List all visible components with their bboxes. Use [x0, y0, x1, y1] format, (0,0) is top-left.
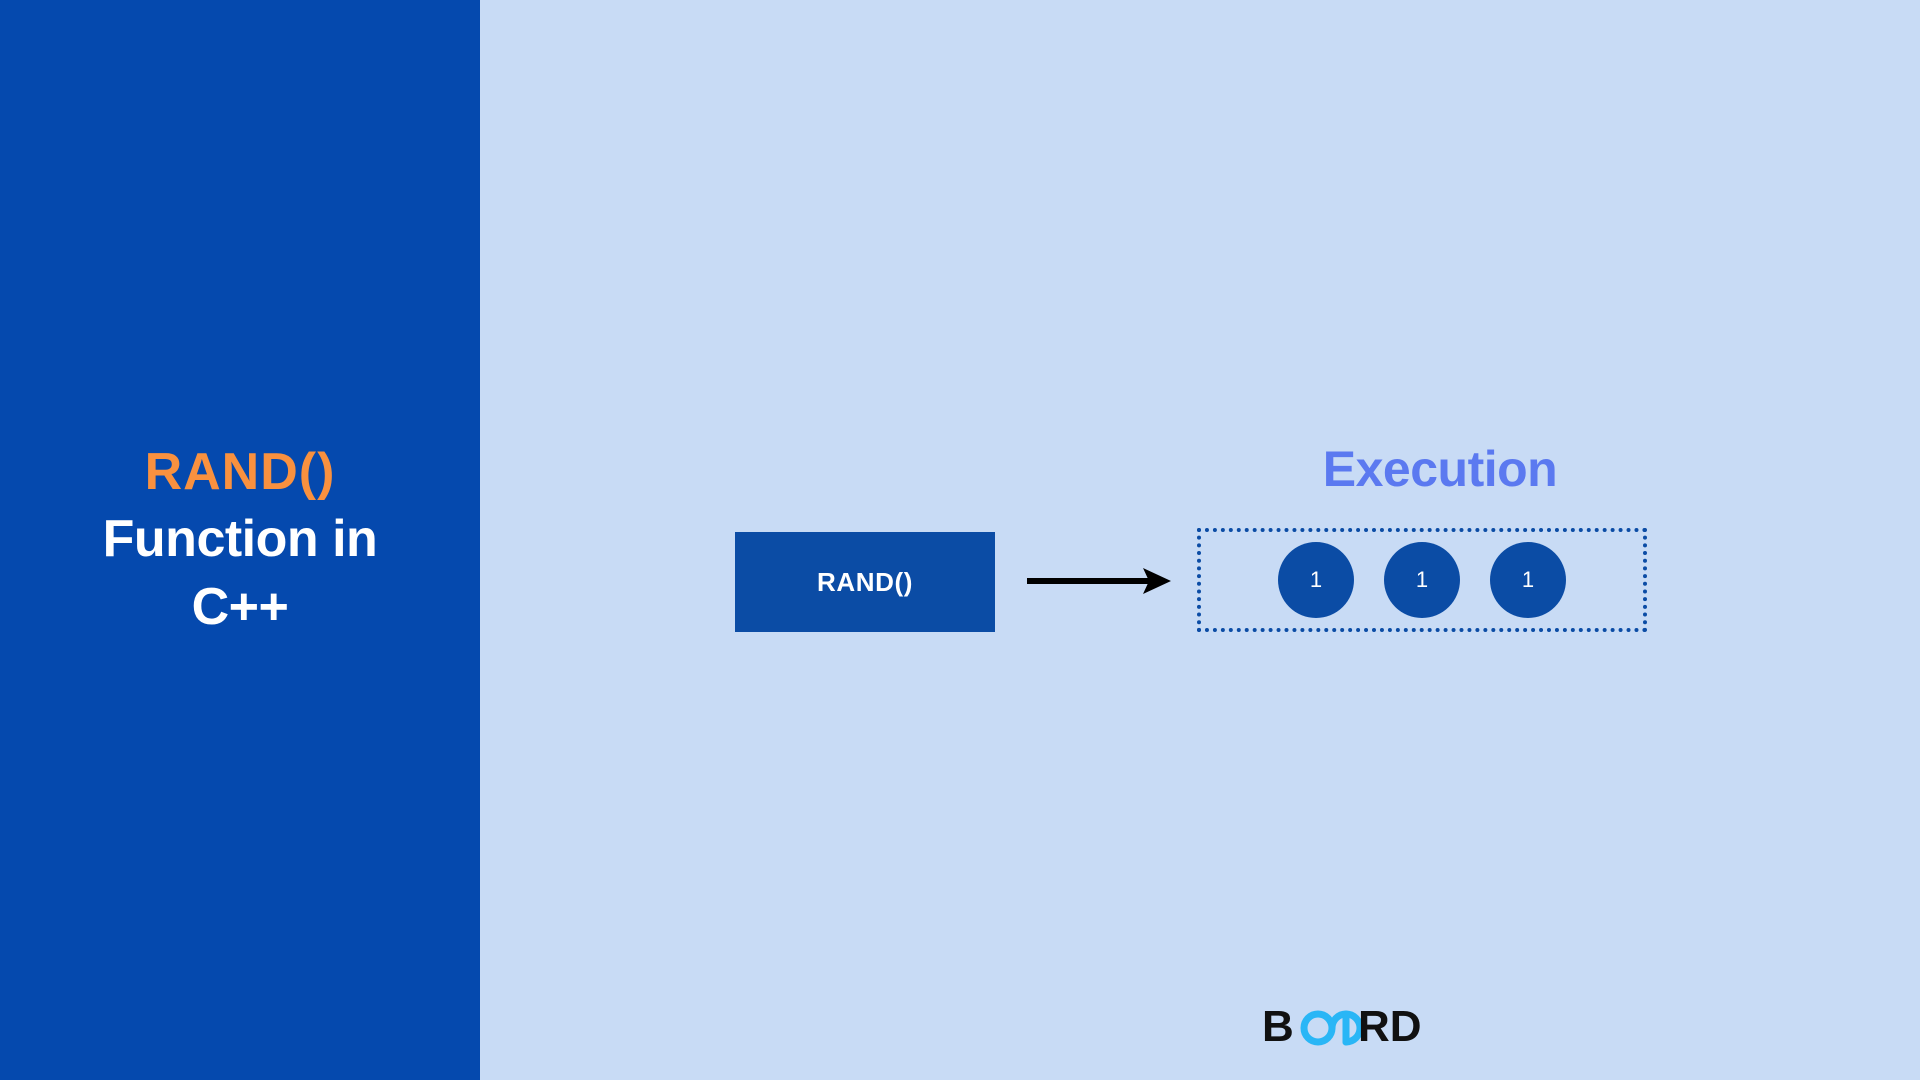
execution-output-group: 1 1 1 — [1197, 528, 1647, 632]
rand-function-box-label: RAND() — [816, 566, 914, 597]
execution-label: Execution — [1322, 441, 1558, 497]
arrow-right-icon — [1025, 560, 1175, 602]
page-title: RAND() Function in C++ — [40, 439, 440, 642]
execution-output-value: 1 — [1521, 567, 1535, 592]
sidebar-panel: RAND() Function in C++ — [0, 0, 480, 1080]
svg-text:B: B — [1262, 1004, 1294, 1050]
svg-text:RD: RD — [1358, 1004, 1422, 1050]
execution-output-circle: 1 — [1490, 542, 1566, 618]
execution-output-value: 1 — [1415, 567, 1429, 592]
page-title-line-1: RAND() — [144, 442, 336, 501]
execution-output-circle: 1 — [1384, 542, 1460, 618]
page-title-line-2: Function in — [102, 510, 378, 569]
execution-output-circle: 1 — [1278, 542, 1354, 618]
diagram-area: RAND() Execution 1 1 1 — [480, 0, 1920, 1080]
board-infinity-logo: B RD — [1262, 1004, 1422, 1050]
execution-output-value: 1 — [1309, 567, 1323, 592]
rand-function-box: RAND() — [735, 532, 995, 632]
page-title-line-3: C++ — [191, 577, 289, 636]
